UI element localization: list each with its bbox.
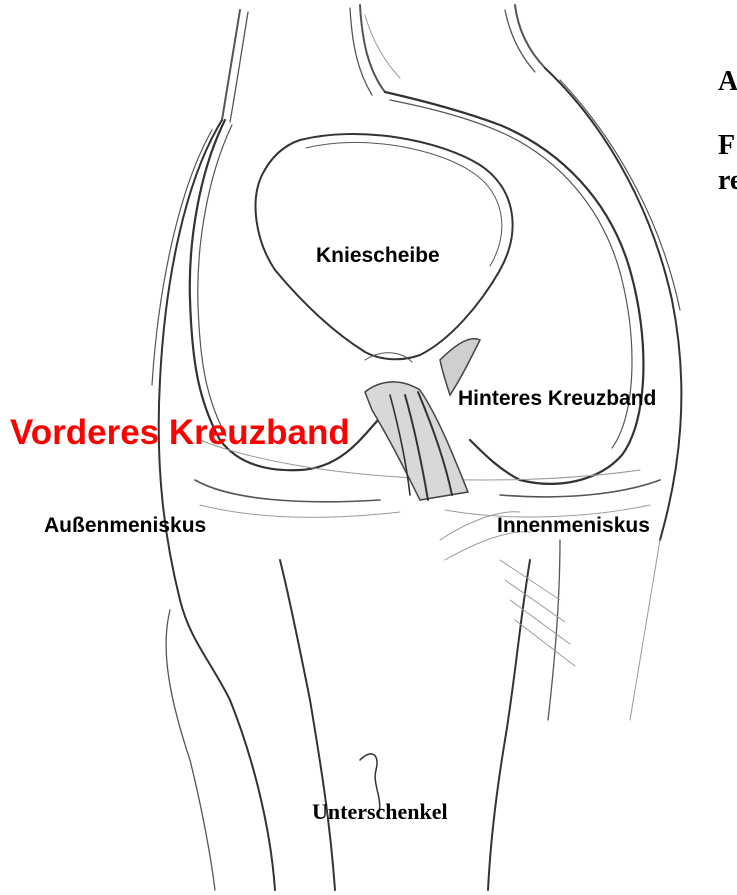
femur-shaft xyxy=(222,5,545,122)
label-patella: Kniescheibe xyxy=(316,244,440,268)
label-acl: Vorderes Kreuzband xyxy=(10,413,350,453)
label-lower-leg: Unterschenkel xyxy=(312,799,448,825)
label-pcl: Hinteres Kreuzband xyxy=(458,387,656,411)
lower-leg-bones xyxy=(166,540,660,890)
label-medial-meniscus: Innenmeniskus xyxy=(497,514,650,538)
label-lateral-meniscus: Außenmeniskus xyxy=(44,514,206,538)
partial-heading-line3: re xyxy=(718,165,737,197)
partial-heading-line2: F xyxy=(718,130,735,162)
partial-heading-line1: A xyxy=(718,66,737,98)
